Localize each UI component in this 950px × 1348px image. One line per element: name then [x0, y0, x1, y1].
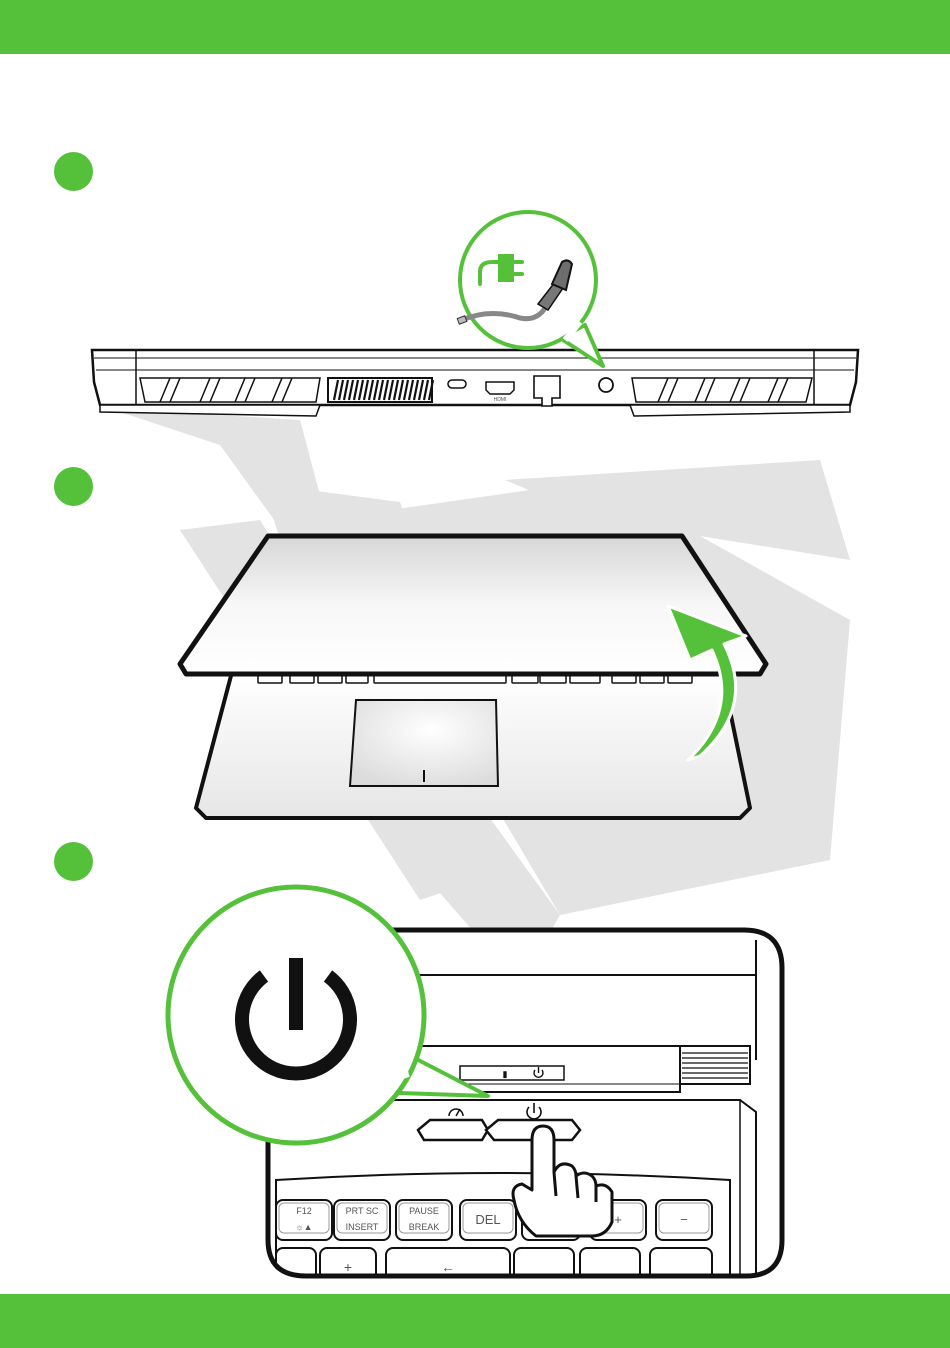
svg-text:▮: ▮: [503, 1069, 508, 1079]
key-2[interactable]: PAUSE BREAK: [396, 1200, 452, 1240]
key-label: −: [680, 1212, 688, 1227]
key-row2-3[interactable]: [514, 1248, 574, 1288]
key-label-bottom: INSERT: [346, 1222, 379, 1232]
key-row2-4[interactable]: [580, 1248, 640, 1288]
usb-c-port: [448, 380, 466, 388]
performance-button[interactable]: [418, 1120, 488, 1140]
key-label-top: PRT SC: [346, 1206, 379, 1216]
key-label: +: [614, 1212, 622, 1227]
key-label-bottom: BREAK: [409, 1222, 440, 1232]
key-row2-5[interactable]: [650, 1248, 712, 1288]
key-5[interactable]: −: [656, 1200, 712, 1240]
laptop-open-lid: [180, 536, 766, 818]
key-label: ←: [441, 1259, 455, 1275]
key-label: +: [344, 1259, 352, 1275]
key-label-bottom: ☼▲: [295, 1222, 312, 1232]
key-3[interactable]: DEL: [460, 1200, 516, 1240]
key-label-top: PAUSE: [409, 1206, 439, 1216]
ac-adapter-callout: [457, 212, 603, 366]
key-row2-1[interactable]: +: [320, 1248, 376, 1288]
hdmi-port: [486, 382, 514, 394]
key-1[interactable]: PRT SC INSERT: [334, 1200, 390, 1240]
dc-in-port: [599, 378, 613, 392]
key-label: DEL: [475, 1212, 500, 1227]
key-label-top: F12: [296, 1206, 312, 1216]
key-0[interactable]: F12 ☼▲: [276, 1200, 332, 1240]
key-row2-2[interactable]: ←: [386, 1248, 510, 1288]
hdmi-label: HDMI: [494, 397, 507, 403]
laptop-rear-view: HDMI: [92, 350, 858, 416]
